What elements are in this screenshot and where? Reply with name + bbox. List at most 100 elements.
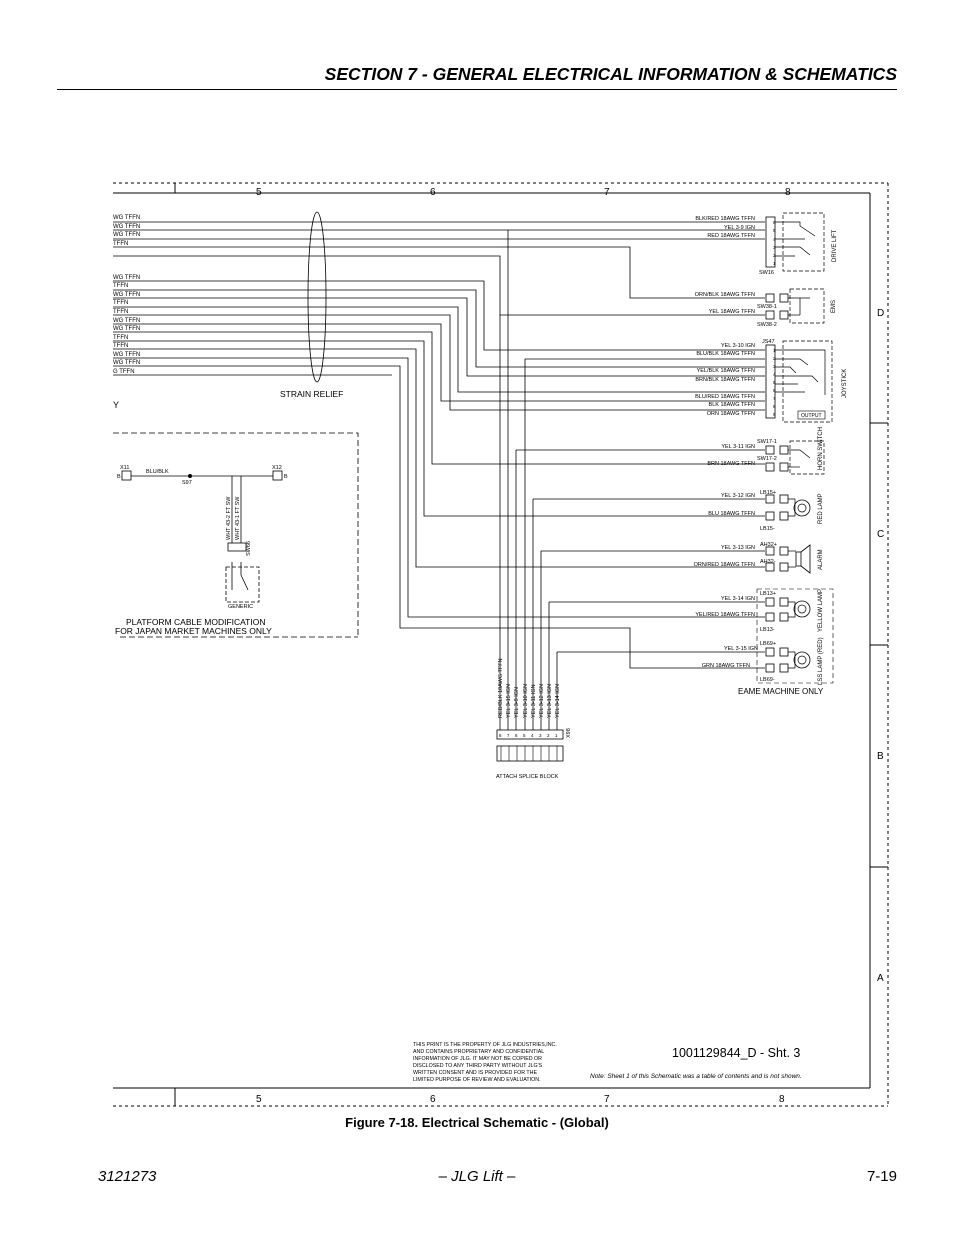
zone-top-8: 8	[785, 187, 791, 198]
zone-bottom-7: 7	[604, 1094, 610, 1105]
x98-pin-2: 2	[547, 733, 550, 738]
left-wire-11: WG TFFN	[113, 326, 140, 332]
x12-label: X12	[272, 465, 282, 471]
ems-label: EMS	[831, 300, 837, 313]
property-line-4: DISCLOSED TO ANY THIRD PARTY WITHOUT JLG…	[413, 1063, 543, 1069]
js47-pin-7: 7	[773, 396, 776, 401]
sw16-pin-2: 2	[773, 253, 776, 258]
lss-lamp-icon	[793, 651, 811, 669]
sw17-1-connector	[765, 445, 775, 455]
x98-connector	[496, 729, 564, 740]
yellow-lamp-icon	[793, 600, 811, 618]
yellow-lamp-group: LB13+ LB13- YEL 3-14 IGN YEL/RED 18AWG T…	[695, 589, 824, 633]
attach-splice-block: RED/BLK 18AWG TFFN YEL 3-15 IGN YEL 3-9 …	[496, 658, 572, 780]
strain-relief-label: STRAIN RELIEF	[280, 389, 343, 399]
alarm-ref-minus: AH32-	[760, 559, 776, 565]
x11-label: X11	[120, 465, 129, 471]
sw16-pin-5: 5	[773, 228, 776, 233]
horn-wire-1: YEL 3-11 IGN	[721, 444, 755, 450]
footer-center: – JLG Lift –	[438, 1168, 516, 1185]
jp-wire-v1: WHT 43-2 FT SW	[226, 496, 232, 540]
alarm-ref-plus: AH32+	[760, 542, 777, 548]
red-lamp-icon	[793, 499, 811, 517]
property-line-1: THIS PRINT IS THE PROPERTY OF JLG INDUST…	[413, 1042, 557, 1048]
eame-dashed-box	[756, 588, 834, 684]
left-wire-labels: WG TFFN WG TFFN WG TFFN TFFN WG TFFN TFF…	[113, 215, 140, 410]
splice-wire-5: YEL 3-11 IGN	[531, 684, 537, 718]
sw17-1-label: SW17-1	[757, 439, 777, 445]
drive-lift-wire-2: YEL 3-9 IGN	[724, 225, 755, 231]
x98-pin-6: 6	[515, 733, 518, 738]
ems-switch	[789, 288, 825, 324]
jp-note-line2: FOR JAPAN MARKET MACHINES ONLY	[115, 626, 272, 636]
figure-caption: Figure 7-18. Electrical Schematic - (Glo…	[345, 1115, 609, 1130]
section-title: SECTION 7 - GENERAL ELECTRICAL INFORMATI…	[324, 64, 897, 84]
property-line-5: WRITTEN CONSENT AND IS PROVIDED FOR THE	[413, 1070, 537, 1076]
x11-connector	[121, 470, 132, 481]
left-wire-4: TFFN	[113, 241, 128, 247]
js47-pin-5: 5	[773, 380, 776, 385]
joystick-output-box	[797, 410, 826, 420]
joystick-wire-4: YEL/BLK 18AWG TFFN	[697, 368, 755, 374]
joystick-wire-9: ORN 18AWG TFFN	[707, 411, 755, 417]
property-line-6: LIMITED PURPOSE OF REVIEW AND EVALUATION…	[413, 1077, 541, 1083]
alarm-wire-1: YEL 3-13 IGN	[721, 545, 755, 551]
joystick-output-label: OUTPUT	[801, 413, 822, 419]
splice-wire-3: YEL 3-9 IGN	[514, 687, 520, 718]
lss-lamp-ref-minus: LB69-	[760, 677, 775, 683]
drive-lift-group: BLK/RED 18AWG TFFN YEL 3-9 IGN RED 18AWG…	[695, 212, 838, 276]
yellow-lamp-wire-1: YEL 3-14 IGN	[721, 596, 755, 602]
left-stub-y: Y	[113, 400, 119, 410]
zone-top-5: 5	[256, 187, 262, 198]
alarm-group: AH32+ AH32- YEL 3-13 IGN ORN/RED 18AWG T…	[694, 542, 824, 574]
left-wire-7: WG TFFN	[113, 292, 140, 298]
left-wire-2: WG TFFN	[113, 224, 140, 230]
zone-side-a: A	[877, 973, 884, 984]
sw16-pin-4: 4	[773, 237, 776, 242]
drive-lift-wire-1: BLK/RED 18AWG TFFN	[695, 216, 755, 222]
generic-label: GENERIC	[228, 604, 253, 610]
zone-top-7: 7	[604, 187, 610, 198]
sw16-pin-3: 3	[773, 245, 776, 250]
splice-wire-4: YEL 3-10 IGN	[523, 684, 529, 718]
sw38-2-label: SW38-2	[757, 322, 777, 328]
sw17-2-label: SW17-2	[757, 456, 777, 462]
zone-side-b: B	[877, 751, 884, 762]
left-wire-10: WG TFFN	[113, 318, 140, 324]
joystick-body	[782, 340, 833, 423]
sw38-2-connector	[765, 310, 775, 320]
splice-wire-8: YEL 3-14 IGN	[555, 684, 561, 718]
sw66-label: SW66	[246, 541, 252, 556]
lss-lamp-wire-1: YEL 3-15 IGN	[724, 646, 758, 652]
eame-label: EAME MACHINE ONLY	[738, 687, 824, 696]
joystick-label: JOYSTICK	[842, 369, 848, 398]
left-wire-6: TFFN	[113, 283, 128, 289]
yellow-lamp-ref-plus: LB13+	[760, 591, 776, 597]
left-wire-12: TFFN	[113, 335, 128, 341]
left-wire-5: WG TFFN	[113, 275, 140, 281]
joystick-wire-2: BLU/BLK 18AWG TFFN	[696, 351, 755, 357]
zone-bottom-6: 6	[430, 1094, 436, 1105]
x12-connector	[272, 470, 283, 481]
red-lamp-ref-plus: LB15+	[760, 490, 776, 496]
splice-block-label: ATTACH SPLICE BLOCK	[496, 774, 559, 780]
ems-wire-2: YEL 18AWG TFFN	[709, 309, 755, 315]
js47-pin-3: 3	[773, 364, 776, 369]
sw16-connector	[765, 216, 776, 268]
sw66-connector	[227, 542, 247, 552]
zone-side-d: D	[877, 308, 884, 319]
joystick-wire-5: BRN/BLK 18AWG TFFN	[695, 377, 755, 383]
horn-wire-2: BRN 18AWG TFFN	[707, 461, 755, 467]
x98-pin-1: 1	[555, 733, 558, 738]
wire-runs	[113, 221, 765, 730]
joystick-wire-7: BLU/RED 18AWG TFFN	[695, 394, 755, 400]
red-lamp-ref-minus: LB15-	[760, 526, 775, 532]
zone-side-c: C	[877, 529, 884, 540]
left-wire-16: G TFFN	[113, 369, 135, 375]
ems-group: ORN/BLK 18AWG TFFN YEL 18AWG TFFN SW38-1…	[695, 288, 837, 328]
yellow-lamp-ref-minus: LB13-	[760, 627, 775, 633]
doc-number: 3121273	[98, 1168, 157, 1185]
js47-pin-8: 8	[773, 404, 776, 409]
x12-pin: B	[284, 474, 288, 480]
splice-wire-1: RED/BLK 18AWG TFFN	[498, 658, 504, 718]
